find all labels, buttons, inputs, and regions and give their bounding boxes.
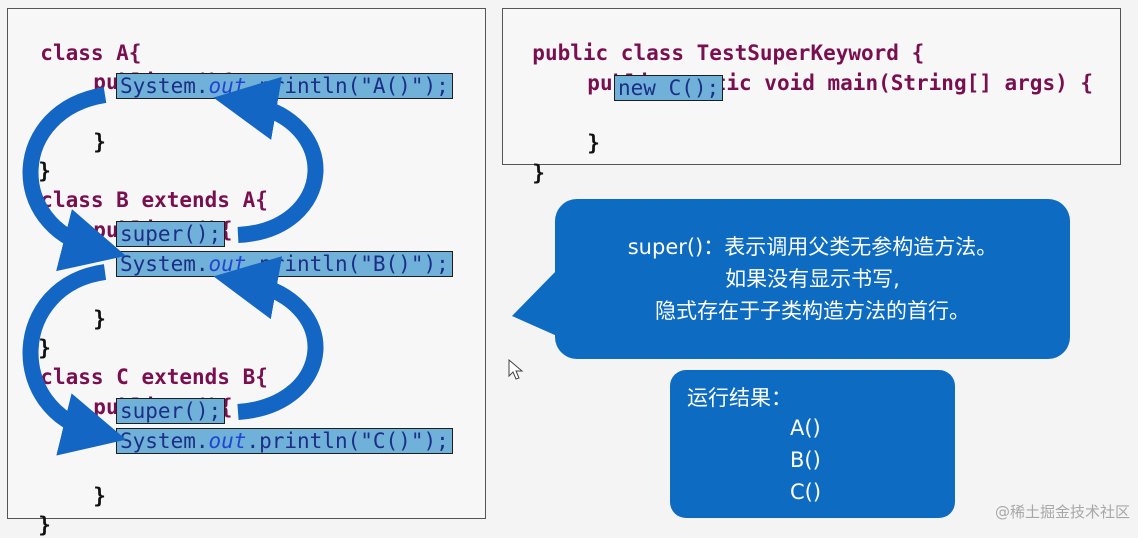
code-text: } [93, 130, 106, 154]
code-class-b: class B extends A{ [15, 161, 268, 213]
code-text: } [93, 484, 106, 508]
right-code-panel [502, 8, 1121, 165]
code-close-class: } [507, 134, 545, 186]
tip-line: 如果没有显示书写, [725, 267, 900, 291]
code-class-decl: public class TestSuperKeyword { [507, 14, 924, 66]
arrow-icon [22, 87, 126, 272]
watermark: @稀土掘金技术社区 [994, 503, 1130, 521]
code-text: class B extends A{ [40, 188, 268, 212]
result-line: B() [790, 448, 821, 472]
bubble-tail [512, 270, 557, 336]
code-close-ctor-c: } [68, 457, 106, 509]
code-text: } [587, 131, 600, 155]
tip-line: 隐式存在于子类构造方法的首行。 [655, 299, 970, 323]
code-fragment: new C(); [618, 76, 720, 100]
code-close-a: } [13, 132, 51, 184]
call-flow-arrows [22, 76, 324, 456]
mouse-cursor-icon [508, 359, 524, 380]
code-text: public class TestSuperKeyword { [532, 41, 925, 65]
code-fragment: System. [120, 429, 209, 453]
result-line: C() [790, 480, 822, 504]
code-text: class A{ [40, 41, 142, 65]
new-c-statement: new C(); [614, 75, 724, 101]
code-fragment: System. [120, 74, 209, 98]
arrow-icon [213, 76, 324, 243]
super-c-statement: super(); [116, 398, 226, 424]
arrow-icon [22, 264, 127, 456]
code-class-a: class A{ [15, 14, 141, 66]
arrow-icon [213, 256, 324, 420]
code-close-ctor-b: } [68, 280, 106, 332]
code-fragment: super(); [120, 222, 222, 246]
tip-line: super()：表示调用父类无参构造方法。 [627, 235, 998, 259]
super-b-statement: super(); [116, 221, 226, 247]
code-text: } [38, 336, 51, 360]
tip-bubble: super()：表示调用父类无参构造方法。 如果没有显示书写, 隐式存在于子类构… [555, 199, 1070, 359]
result-line: A() [790, 416, 821, 440]
code-field: out [208, 429, 247, 453]
code-close-main: } [562, 104, 600, 156]
code-fragment: super(); [120, 399, 222, 423]
code-text: } [93, 307, 106, 331]
result-bubble: 运行结果： A() B() C() [670, 370, 955, 518]
code-fragment: .println("C()"); [246, 429, 449, 453]
code-text: } [532, 161, 545, 185]
code-close-b: } [13, 309, 51, 361]
code-class-c: class C extends B{ [15, 338, 268, 390]
result-title: 运行结果： [687, 386, 792, 410]
code-fragment: System. [120, 252, 209, 276]
code-text: } [38, 159, 51, 183]
code-close-ctor-a: } [68, 103, 106, 155]
print-c-statement: System.out.println("C()"); [116, 428, 453, 454]
code-text: class C extends B{ [40, 365, 268, 389]
